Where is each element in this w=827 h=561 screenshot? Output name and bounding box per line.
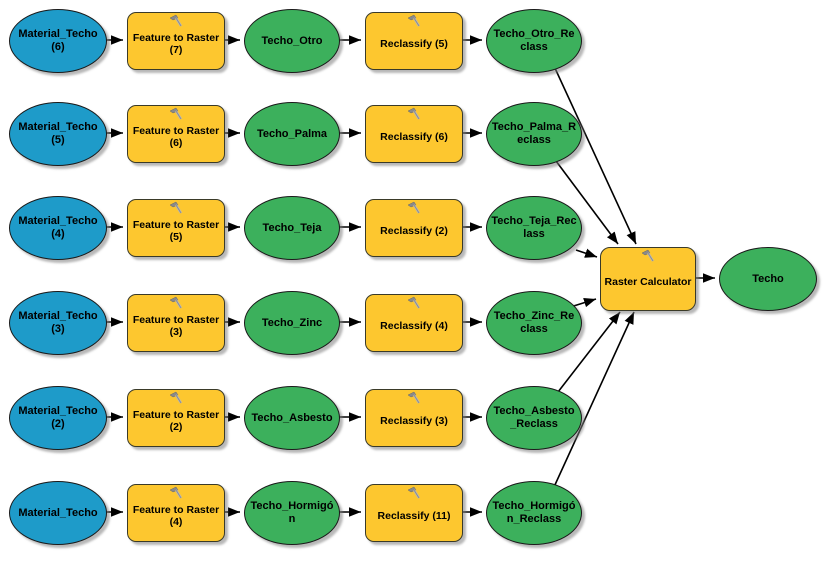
data-node-techo-zinc-reclass[interactable]: Techo_Zinc_Reclass xyxy=(486,291,582,355)
data-node-techo-zinc[interactable]: Techo_Zinc xyxy=(244,291,340,355)
node-label: Feature to Raster (7) xyxy=(132,31,220,56)
hammer-icon xyxy=(167,107,185,121)
hammer-icon xyxy=(639,249,657,263)
node-label: Reclassify (3) xyxy=(380,414,448,427)
tool-node-reclassify-2[interactable]: Reclassify (2) xyxy=(365,199,463,257)
data-node-techo-palma-reclass[interactable]: Techo_Palma_Reclass xyxy=(486,102,582,166)
node-label: Material_Techo (5) xyxy=(18,121,98,146)
hammer-icon xyxy=(167,486,185,500)
node-label: Techo_Asbesto_Reclass xyxy=(493,405,575,430)
node-label: Feature to Raster (2) xyxy=(132,408,220,433)
node-label: Feature to Raster (6) xyxy=(132,124,220,149)
tool-node-reclassify-11[interactable]: Reclassify (11) xyxy=(365,484,463,542)
input-node-material-techo-3[interactable]: Material_Techo (3) xyxy=(9,291,107,355)
node-label: Techo_Teja_Reclass xyxy=(491,215,577,240)
node-label: Techo_Otro xyxy=(261,34,323,47)
connector xyxy=(553,65,637,245)
hammer-icon xyxy=(405,486,423,500)
hammer-icon xyxy=(167,201,185,215)
data-node-techo-asbesto-reclass[interactable]: Techo_Asbesto_Reclass xyxy=(486,386,582,450)
hammer-icon xyxy=(405,391,423,405)
input-node-material-techo[interactable]: Material_Techo xyxy=(9,481,107,545)
data-node-techo-hormigon[interactable]: Techo_Hormigón xyxy=(244,481,340,545)
hammer-icon xyxy=(405,14,423,28)
tool-node-reclassify-6[interactable]: Reclassify (6) xyxy=(365,105,463,163)
node-label: Reclassify (11) xyxy=(377,509,451,522)
hammer-icon xyxy=(405,296,423,310)
node-label: Techo_Palma xyxy=(256,127,328,140)
node-label: Techo_Hormigón xyxy=(250,500,334,525)
hammer-icon xyxy=(167,296,185,310)
data-node-techo-teja[interactable]: Techo_Teja xyxy=(244,196,340,260)
data-node-techo-teja-reclass[interactable]: Techo_Teja_Reclass xyxy=(486,196,582,260)
node-label: Feature to Raster (5) xyxy=(132,218,220,243)
connector xyxy=(555,160,619,245)
data-node-techo-hormigon-reclass[interactable]: Techo_Hormigón_Reclass xyxy=(486,481,582,545)
node-label: Feature to Raster (4) xyxy=(132,503,220,528)
node-label: Reclassify (2) xyxy=(380,224,448,237)
hammer-icon xyxy=(167,14,185,28)
node-label: Material_Techo (6) xyxy=(18,28,98,53)
tool-node-reclassify-4[interactable]: Reclassify (4) xyxy=(365,294,463,352)
node-label: Material_Techo (3) xyxy=(18,310,98,335)
node-label: Reclassify (6) xyxy=(380,130,448,143)
node-label: Feature to Raster (3) xyxy=(132,313,220,338)
tool-node-feature-to-raster-3[interactable]: Feature to Raster (3) xyxy=(127,294,225,352)
hammer-icon xyxy=(405,201,423,215)
tool-node-feature-to-raster-2[interactable]: Feature to Raster (2) xyxy=(127,389,225,447)
node-label: Techo_Hormigón_Reclass xyxy=(492,500,576,525)
data-node-techo-output[interactable]: Techo xyxy=(719,247,817,311)
tool-node-feature-to-raster-5[interactable]: Feature to Raster (5) xyxy=(127,199,225,257)
node-label: Material_Techo xyxy=(18,506,98,519)
node-label: Techo xyxy=(752,272,784,285)
node-label: Reclassify (5) xyxy=(380,37,448,50)
node-label: Reclassify (4) xyxy=(380,319,448,332)
tool-node-feature-to-raster-6[interactable]: Feature to Raster (6) xyxy=(127,105,225,163)
tool-node-feature-to-raster-7[interactable]: Feature to Raster (7) xyxy=(127,12,225,70)
input-node-material-techo-5[interactable]: Material_Techo (5) xyxy=(9,102,107,166)
data-node-techo-palma[interactable]: Techo_Palma xyxy=(244,102,340,166)
node-label: Techo_Zinc xyxy=(261,316,323,329)
node-label: Techo_Asbesto xyxy=(251,411,333,424)
tool-node-reclassify-3[interactable]: Reclassify (3) xyxy=(365,389,463,447)
hammer-icon xyxy=(167,391,185,405)
input-node-material-techo-2[interactable]: Material_Techo (2) xyxy=(9,386,107,450)
connector xyxy=(553,311,635,488)
input-node-material-techo-4[interactable]: Material_Techo (4) xyxy=(9,196,107,260)
data-node-techo-otro-reclass[interactable]: Techo_Otro_Reclass xyxy=(486,9,582,73)
node-label: Raster Calculator xyxy=(604,275,692,288)
tool-node-reclassify-5[interactable]: Reclassify (5) xyxy=(365,12,463,70)
node-label: Techo_Otro_Reclass xyxy=(493,28,575,53)
connector xyxy=(557,311,621,393)
data-node-techo-asbesto[interactable]: Techo_Asbesto xyxy=(244,386,340,450)
data-node-techo-otro[interactable]: Techo_Otro xyxy=(244,9,340,73)
tool-node-raster-calculator[interactable]: Raster Calculator xyxy=(600,247,696,311)
tool-node-feature-to-raster-4[interactable]: Feature to Raster (4) xyxy=(127,484,225,542)
node-label: Material_Techo (4) xyxy=(18,215,98,240)
node-label: Material_Techo (2) xyxy=(18,405,98,430)
input-node-material-techo-6[interactable]: Material_Techo (6) xyxy=(9,9,107,73)
node-label: Techo_Teja xyxy=(262,221,322,234)
node-label: Techo_Palma_Reclass xyxy=(491,121,577,146)
node-label: Techo_Zinc_Reclass xyxy=(493,310,575,335)
connector xyxy=(575,248,598,258)
hammer-icon xyxy=(405,107,423,121)
